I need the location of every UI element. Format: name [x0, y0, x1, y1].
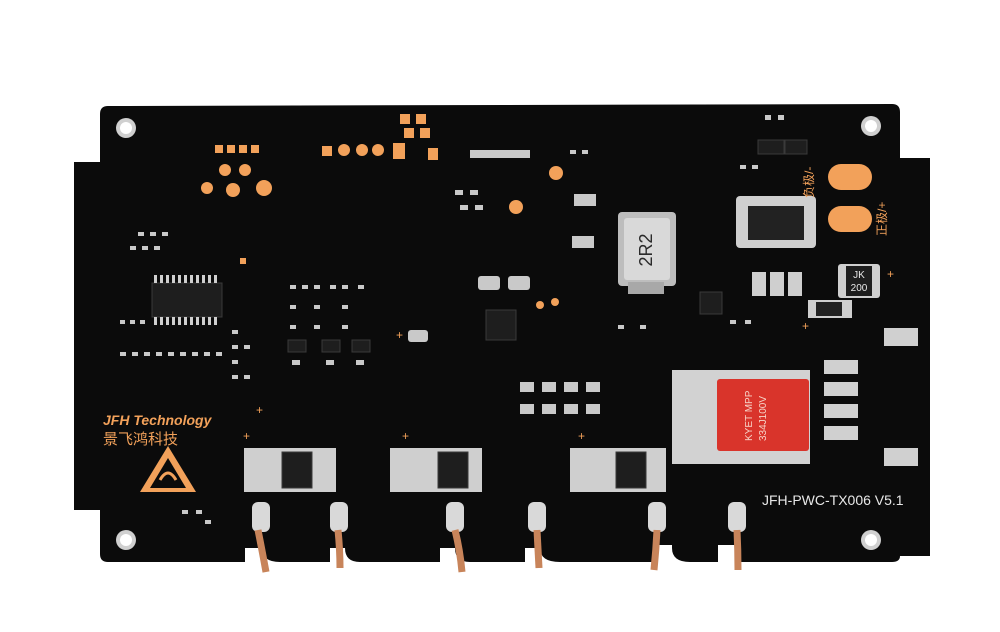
mosfet-groups: [244, 448, 666, 492]
copper-pads: [201, 114, 563, 309]
resistor-jk200: JK 200: [838, 264, 880, 298]
svg-text:+: +: [396, 328, 403, 342]
smd-components: [120, 115, 784, 524]
svg-text:+: +: [402, 429, 409, 443]
transistors: [287, 139, 808, 365]
label-negative: 负极/-: [802, 167, 816, 198]
qfn-chips: [485, 291, 723, 341]
power-inductor-right: [736, 196, 816, 248]
resistor-bank: [752, 272, 918, 466]
svg-text:+: +: [802, 319, 809, 333]
resistor-line1: JK: [853, 270, 865, 281]
svg-text:+: +: [243, 429, 250, 443]
mpp-capacitor: KYET MPP 334J100V: [672, 370, 810, 464]
mounting-holes: [116, 116, 881, 550]
polarity-markers: + + + + + + +: [243, 267, 894, 443]
company-name-cn: 景飞鸿科技: [103, 431, 178, 448]
battery-pads: 负极/- 正极/+: [802, 164, 889, 236]
inductor-marking: 2R2: [636, 233, 656, 266]
capacitor-line1: KYET MPP: [744, 390, 755, 441]
label-positive: 正极/+: [875, 202, 889, 236]
svg-text:+: +: [887, 267, 894, 281]
inductor: 2R2: [618, 212, 676, 294]
capacitor-pads: [408, 194, 600, 414]
model-number: JFH-PWC-TX006 V5.1: [762, 492, 904, 508]
resistor-line2: 200: [851, 283, 868, 294]
svg-text:+: +: [578, 429, 585, 443]
company-name-en: JFH Technology: [103, 412, 213, 428]
svg-text:+: +: [256, 403, 263, 417]
esd-warning-icon: [140, 446, 196, 492]
capacitor-line2: 334J100V: [758, 396, 769, 441]
ic-soic-left: [151, 275, 223, 325]
coil-wires: [252, 502, 746, 573]
